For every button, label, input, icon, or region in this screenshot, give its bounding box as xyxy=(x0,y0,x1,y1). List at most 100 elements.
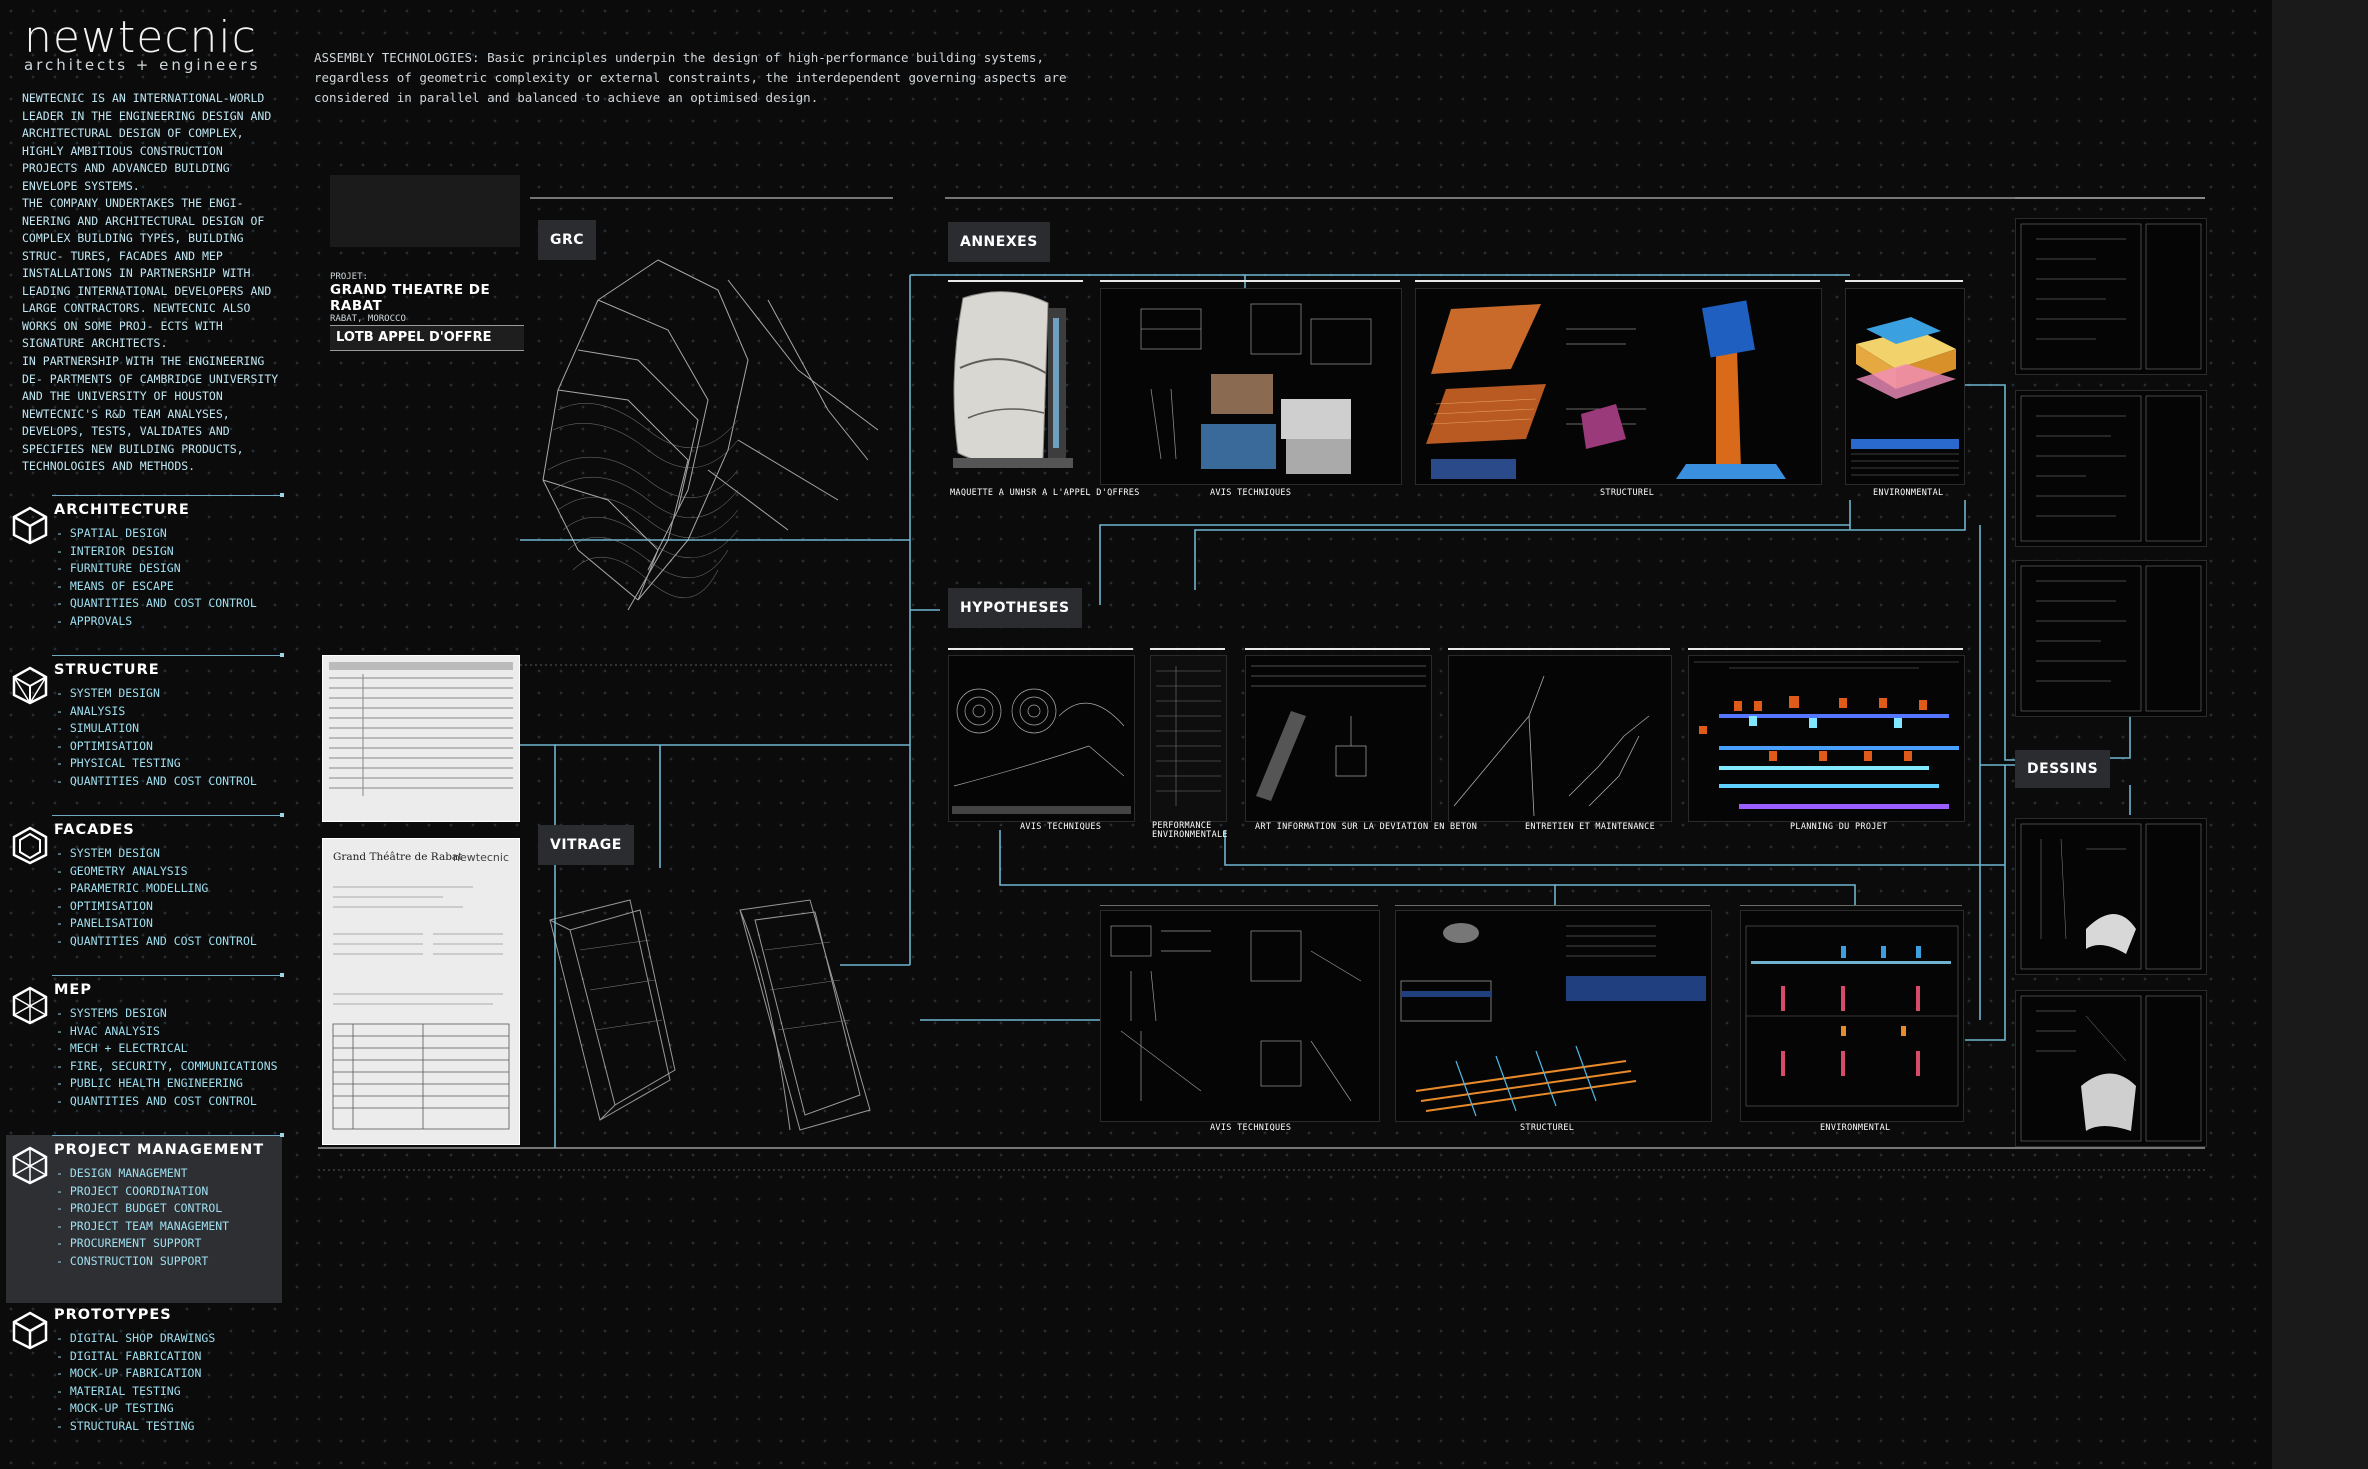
service-item[interactable]: SYSTEM DESIGN xyxy=(56,845,257,863)
rule xyxy=(948,280,1083,282)
service-item[interactable]: SIMULATION xyxy=(56,720,257,738)
caption: PLANNING DU PROJET xyxy=(1790,822,1888,832)
mockup-sample-image[interactable] xyxy=(948,288,1083,483)
service-item[interactable]: MOCK-UP FABRICATION xyxy=(56,1365,215,1383)
service-item[interactable]: FIRE, SECURITY, COMMUNICATIONS xyxy=(56,1058,278,1076)
service-item[interactable]: PARAMETRIC MODELLING xyxy=(56,880,257,898)
hyp-planning-sheet[interactable] xyxy=(1688,655,1965,822)
service-item[interactable]: QUANTITIES AND COST CONTROL xyxy=(56,773,257,791)
service-item[interactable]: SYSTEM DESIGN xyxy=(56,685,257,703)
dessin-sheet-4[interactable] xyxy=(2015,818,2207,975)
hyp-avis-techniques-sheet[interactable] xyxy=(948,655,1135,822)
service-item[interactable]: DIGITAL SHOP DRAWINGS xyxy=(56,1330,215,1348)
hyp-maintenance-sheet[interactable] xyxy=(1448,655,1672,822)
grc-document-sheet[interactable] xyxy=(322,655,520,822)
service-item[interactable]: PANELISATION xyxy=(56,915,257,933)
dessin-sheet-5[interactable] xyxy=(2015,990,2207,1147)
project-header-block xyxy=(330,175,520,247)
hyp-performance-sheet[interactable] xyxy=(1150,655,1227,822)
service-item[interactable]: PUBLIC HEALTH ENGINEERING xyxy=(56,1075,278,1093)
annexes-avis-techniques-sheet[interactable] xyxy=(1100,288,1402,485)
service-item[interactable]: GEOMETRY ANALYSIS xyxy=(56,863,257,881)
vitrage-environmental-sheet[interactable] xyxy=(1740,910,1964,1122)
service-item[interactable]: PROJECT COORDINATION xyxy=(56,1183,229,1201)
service-item[interactable]: MECH + ELECTRICAL xyxy=(56,1040,278,1058)
service-item[interactable]: INTERIOR DESIGN xyxy=(56,543,257,561)
service-item[interactable]: ANALYSIS xyxy=(56,703,257,721)
vitrage-details xyxy=(1110,925,1362,1102)
hyp-deviation-sheet[interactable] xyxy=(1245,655,1432,822)
service-item[interactable]: STRUCTURAL TESTING xyxy=(56,1418,215,1436)
annexes-environmental-sheet[interactable] xyxy=(1845,288,1965,485)
rule xyxy=(1245,648,1430,650)
cube-network-icon xyxy=(12,1146,48,1185)
rule xyxy=(1395,905,1710,906)
service-prototypes[interactable]: PROTOTYPES DIGITAL SHOP DRAWINGS DIGITAL… xyxy=(6,1300,282,1450)
service-items: DESIGN MANAGEMENT PROJECT COORDINATION P… xyxy=(56,1165,229,1270)
service-rule xyxy=(52,493,284,497)
service-item[interactable]: QUANTITIES AND COST CONTROL xyxy=(56,933,257,951)
technical-drawings xyxy=(1140,303,1372,474)
service-architecture[interactable]: ARCHITECTURE SPATIAL DESIGN INTERIOR DES… xyxy=(6,493,284,645)
service-items: DIGITAL SHOP DRAWINGS DIGITAL FABRICATIO… xyxy=(56,1330,215,1435)
service-item[interactable]: QUANTITIES AND COST CONTROL xyxy=(56,595,257,613)
service-item[interactable]: MEANS OF ESCAPE xyxy=(56,578,257,596)
service-rule xyxy=(52,1133,284,1137)
service-item[interactable]: MATERIAL TESTING xyxy=(56,1383,215,1401)
dessin-sheet-1[interactable] xyxy=(2015,218,2207,375)
service-item[interactable]: OPTIMISATION xyxy=(56,738,257,756)
vitrage-avis-techniques-sheet[interactable] xyxy=(1100,910,1380,1122)
rule xyxy=(1100,280,1400,282)
service-item[interactable]: FURNITURE DESIGN xyxy=(56,560,257,578)
grc-wireframe-drawing[interactable] xyxy=(538,240,898,620)
service-item[interactable]: DESIGN MANAGEMENT xyxy=(56,1165,229,1183)
service-item[interactable]: PHYSICAL TESTING xyxy=(56,755,257,773)
brand-subtitle: architects + engineers xyxy=(24,56,261,74)
service-facades[interactable]: FACADES SYSTEM DESIGN GEOMETRY ANALYSIS … xyxy=(6,813,284,965)
service-project-management[interactable]: PROJECT MANAGEMENT DESIGN MANAGEMENT PRO… xyxy=(6,1133,284,1303)
drawing-lines xyxy=(2020,823,2202,970)
service-item[interactable]: MOCK-UP TESTING xyxy=(56,1400,215,1418)
vitrage-structurel-sheet[interactable] xyxy=(1395,910,1712,1122)
brand-logo[interactable]: newtecnic xyxy=(24,12,257,63)
service-item[interactable]: CONSTRUCTION SUPPORT xyxy=(56,1253,229,1271)
label-grc[interactable]: GRC xyxy=(538,220,597,260)
label-dessins[interactable]: DESSINS xyxy=(2015,750,2111,788)
vitrage-wireframe-drawing[interactable] xyxy=(540,880,880,1140)
label-annexes[interactable]: ANNEXES xyxy=(948,222,1050,262)
grc-report-sheet[interactable]: Grand Théâtre de Rabat newtecnic xyxy=(322,838,520,1145)
label-hypotheses[interactable]: HYPOTHESES xyxy=(948,588,1082,628)
service-item[interactable]: PROJECT BUDGET CONTROL xyxy=(56,1200,229,1218)
cube-pipes-icon xyxy=(12,986,48,1025)
service-item[interactable]: SPATIAL DESIGN xyxy=(56,525,257,543)
intro-text: IN PARTNERSHIP WITH THE ENGINEERING DE- … xyxy=(22,353,284,476)
service-item[interactable]: PROCUREMENT SUPPORT xyxy=(56,1235,229,1253)
label-vitrage[interactable]: VITRAGE xyxy=(538,825,634,865)
cube-frame-icon xyxy=(12,666,48,705)
service-structure[interactable]: STRUCTURE SYSTEM DESIGN ANALYSIS SIMULAT… xyxy=(6,653,284,805)
caption: PERFORMANCE ENVIRONMENTALE xyxy=(1152,821,1228,840)
service-rule xyxy=(52,653,284,657)
deviation-drawing xyxy=(1251,665,1426,801)
service-item[interactable]: QUANTITIES AND COST CONTROL xyxy=(56,1093,278,1111)
table-lines xyxy=(1156,666,1221,806)
service-mep[interactable]: MEP SYSTEMS DESIGN HVAC ANALYSIS MECH + … xyxy=(6,973,284,1125)
service-item[interactable]: SYSTEMS DESIGN xyxy=(56,1005,278,1023)
caption: AVIS TECHNIQUES xyxy=(1210,1123,1292,1133)
service-rule xyxy=(52,813,284,817)
service-item[interactable]: OPTIMISATION xyxy=(56,898,257,916)
dessin-sheet-2[interactable] xyxy=(2015,390,2207,547)
service-item[interactable]: DIGITAL FABRICATION xyxy=(56,1348,215,1366)
service-item[interactable]: HVAC ANALYSIS xyxy=(56,1023,278,1041)
cube-icon xyxy=(12,506,48,545)
drawing-lines xyxy=(2020,223,2202,370)
service-items: SYSTEMS DESIGN HVAC ANALYSIS MECH + ELEC… xyxy=(56,1005,278,1110)
service-title: ARCHITECTURE xyxy=(54,502,190,518)
service-item[interactable]: PROJECT TEAM MANAGEMENT xyxy=(56,1218,229,1236)
service-items: SYSTEM DESIGN ANALYSIS SIMULATION OPTIMI… xyxy=(56,685,257,790)
annexes-structurel-sheet[interactable] xyxy=(1415,288,1822,485)
report-lines xyxy=(332,886,510,1130)
service-item[interactable]: APPROVALS xyxy=(56,613,257,631)
caption: MAQUETTE A UNHSR A L'APPEL D'OFFRES xyxy=(950,488,1140,498)
dessin-sheet-3[interactable] xyxy=(2015,560,2207,717)
